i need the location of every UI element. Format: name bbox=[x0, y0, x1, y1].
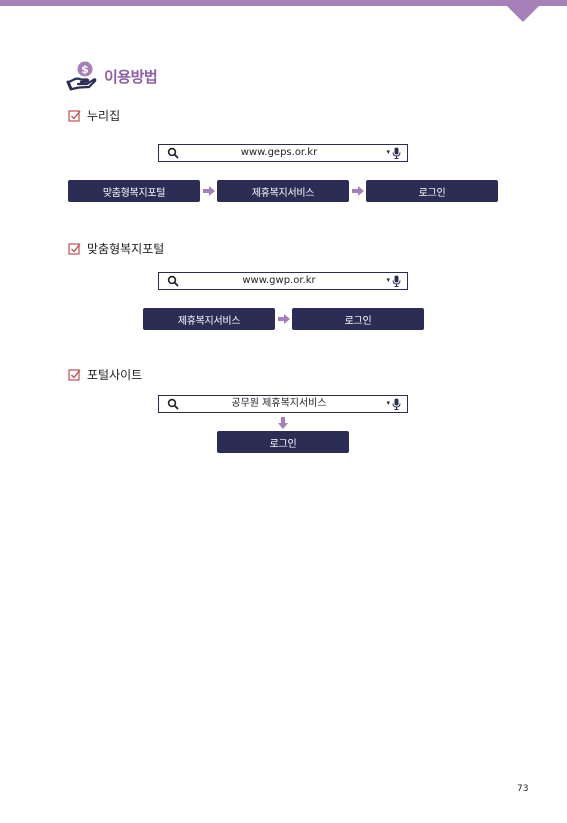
route-label-nurijip: 누리집 bbox=[68, 107, 120, 124]
route-label-text: 누리집 bbox=[87, 109, 121, 123]
search-bar[interactable]: www.geps.or.kr ▾ bbox=[158, 144, 408, 162]
arrow-right-icon bbox=[352, 186, 364, 196]
dropdown-icon[interactable]: ▾ bbox=[386, 399, 390, 407]
search-bar[interactable]: 공무원 제휴복지서비스 ▾ bbox=[158, 395, 408, 413]
route-label-portal-site: 포털사이트 bbox=[68, 366, 142, 383]
microphone-icon[interactable] bbox=[392, 275, 401, 287]
microphone-icon[interactable] bbox=[392, 398, 401, 410]
step-button-login[interactable]: 로그인 bbox=[366, 180, 498, 202]
hand-coin-icon: $ bbox=[66, 60, 98, 92]
arrow-right-icon bbox=[203, 186, 215, 196]
step-button-login[interactable]: 로그인 bbox=[217, 431, 349, 453]
svg-text:$: $ bbox=[81, 63, 89, 76]
arrow-down-icon bbox=[278, 417, 288, 429]
step-button-custom-welfare-portal[interactable]: 맞춤형복지포털 bbox=[68, 180, 200, 202]
checkbox-icon bbox=[68, 369, 81, 381]
step-button-login[interactable]: 로그인 bbox=[292, 308, 424, 330]
top-tab-marker bbox=[507, 6, 539, 22]
route-label-text: 맞춤형복지포털 bbox=[87, 242, 165, 256]
search-icon bbox=[167, 147, 179, 159]
step-button-partner-welfare[interactable]: 제휴복지서비스 bbox=[143, 308, 275, 330]
arrow-right-icon bbox=[278, 314, 290, 324]
checkbox-icon bbox=[68, 243, 81, 255]
section-heading: $ 이용방법 bbox=[66, 60, 158, 92]
route-label-text: 포털사이트 bbox=[87, 368, 143, 382]
route-label-custom-portal: 맞춤형복지포털 bbox=[68, 240, 164, 257]
checkbox-icon bbox=[68, 110, 81, 122]
step-button-partner-welfare[interactable]: 제휴복지서비스 bbox=[217, 180, 349, 202]
dropdown-icon[interactable]: ▾ bbox=[386, 276, 390, 284]
top-bar bbox=[0, 0, 567, 6]
page-number: 73 bbox=[517, 784, 529, 794]
microphone-icon[interactable] bbox=[392, 147, 401, 159]
search-text: www.geps.or.kr bbox=[240, 147, 318, 158]
search-text: 공무원 제휴복지서비스 bbox=[231, 398, 327, 409]
section-title: 이용방법 bbox=[104, 67, 158, 86]
search-icon bbox=[167, 398, 179, 410]
search-text: www.gwp.or.kr bbox=[242, 275, 316, 286]
dropdown-icon[interactable]: ▾ bbox=[386, 148, 390, 156]
search-icon bbox=[167, 275, 179, 287]
search-bar[interactable]: www.gwp.or.kr ▾ bbox=[158, 272, 408, 290]
